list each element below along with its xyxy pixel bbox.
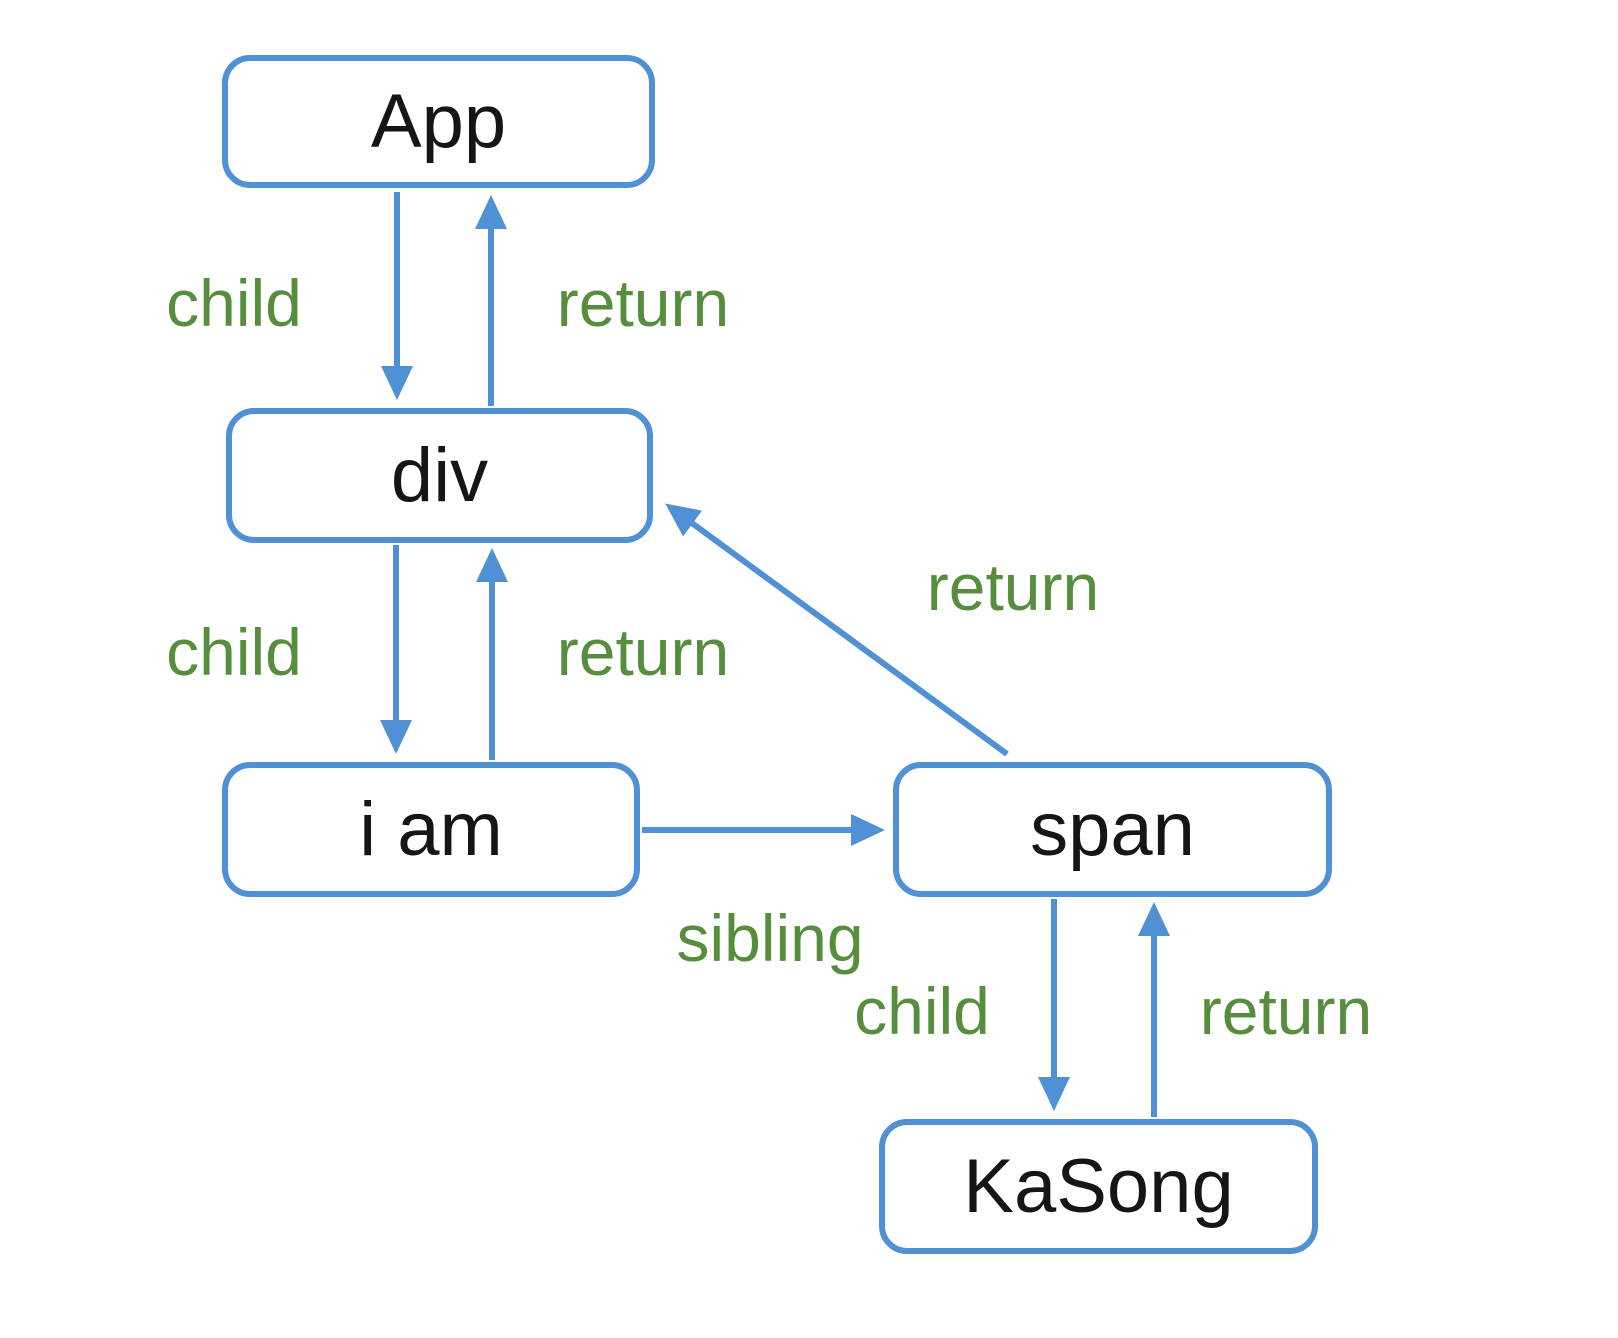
edge-label-return-div-app: return (556, 266, 730, 340)
edge-label-child-div-iam: child (166, 615, 302, 689)
edge-label-return-iam-div: return (556, 615, 730, 689)
edge-label-return-span-div: return (926, 550, 1100, 624)
node-app: App (222, 55, 655, 188)
node-span: span (893, 762, 1332, 897)
edge-label-return-kasong-span: return (1199, 974, 1373, 1048)
node-kasong: KaSong (879, 1119, 1318, 1254)
edge-label-child-span-kasong: child (854, 974, 990, 1048)
edge-span-return-div-arrow (665, 503, 1009, 757)
node-i-am: i am (222, 762, 640, 897)
edge-label-sibling-iam-span: sibling (676, 901, 864, 975)
edge-label-child-app-div: child (166, 266, 302, 340)
node-div: div (226, 408, 653, 543)
